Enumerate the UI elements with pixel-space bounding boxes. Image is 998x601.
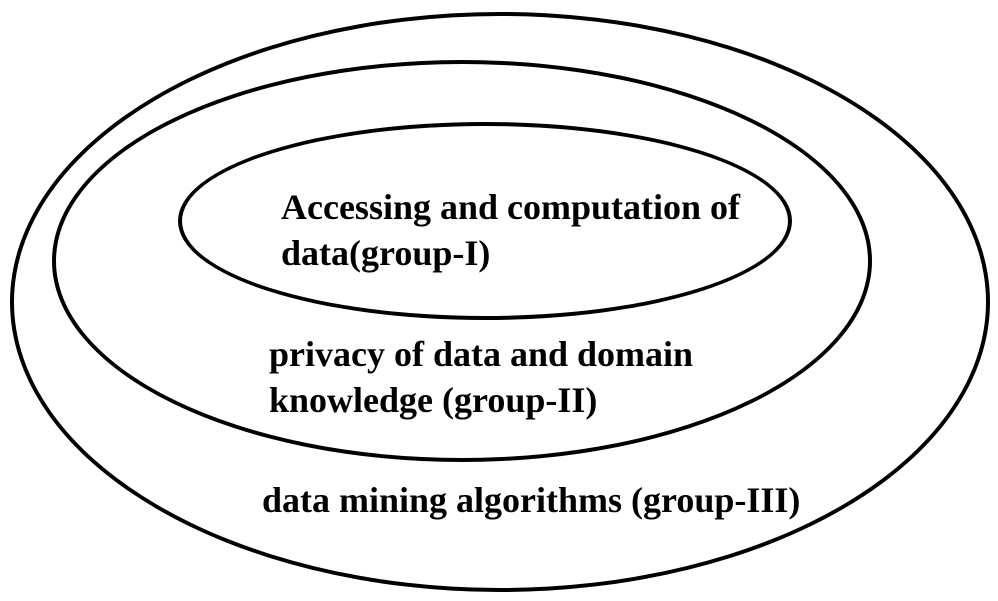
- outer-ellipse-label: data mining algorithms (group-III): [262, 477, 800, 523]
- inner-label-line-1: Accessing and computation of: [281, 187, 741, 227]
- inner-ellipse-group-I: [178, 122, 792, 320]
- outer-ellipse-group-III: [10, 12, 990, 592]
- outer-label-line-1: data mining algorithms (group-III): [262, 480, 801, 520]
- middle-label-line-2: knowledge (group-II): [269, 380, 598, 420]
- middle-label-line-1: privacy of data and domain: [269, 334, 694, 374]
- middle-ellipse-label: privacy of data and domain knowledge (gr…: [269, 331, 693, 423]
- inner-label-line-2: data(group-I): [281, 233, 491, 273]
- inner-ellipse-label: Accessing and computation of data(group-…: [281, 184, 740, 276]
- middle-ellipse-group-II: [52, 60, 872, 462]
